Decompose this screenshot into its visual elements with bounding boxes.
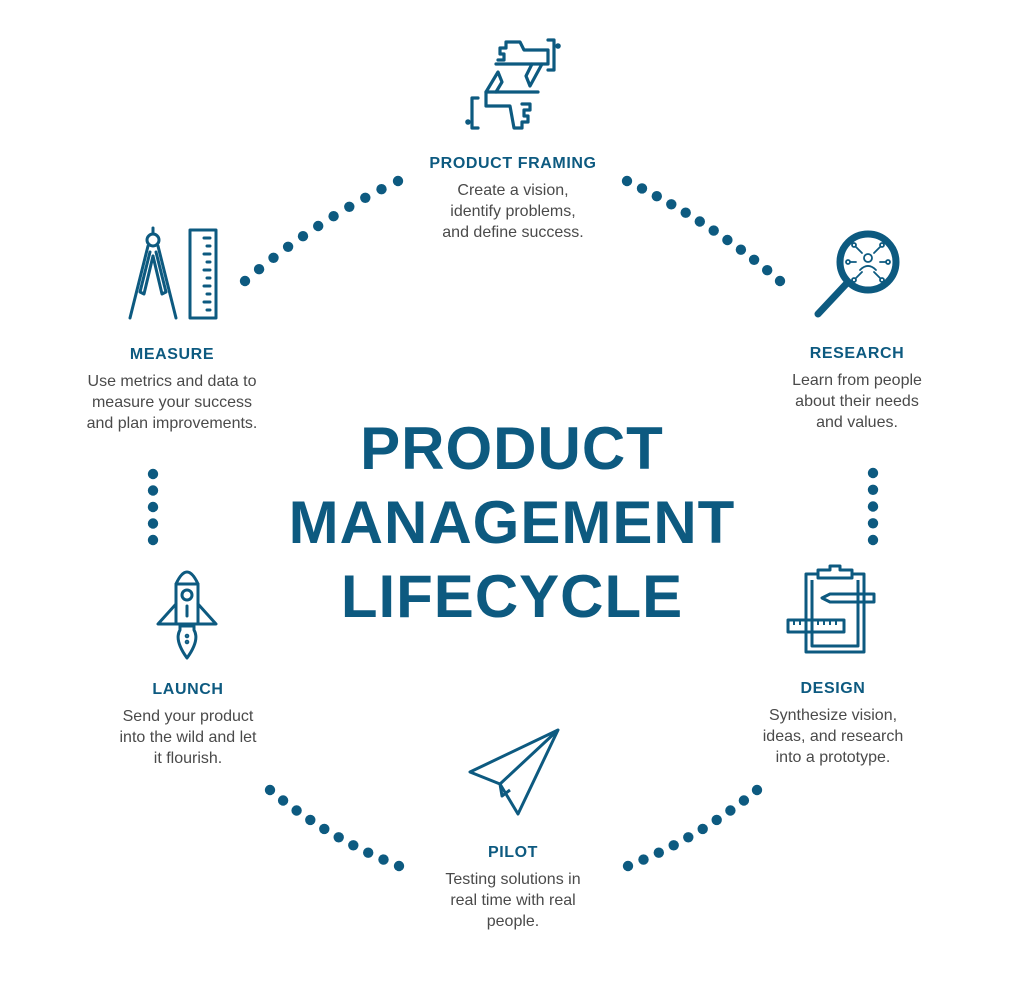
connector-dot [680,207,691,218]
connector-dot [277,795,289,806]
connector-dot [722,234,733,246]
stage-product-framing: PRODUCT FRAMING Create a vision, identif… [393,154,633,243]
stage-title: LAUNCH [152,681,224,698]
paper-plane-icon [468,728,560,816]
connector-dot [738,795,750,806]
connector-dot [711,814,722,826]
stage-title: RESEARCH [809,345,905,362]
clipboard-pencil-ruler-icon [786,564,876,654]
connector-dot [344,201,355,212]
connector-dot [264,784,276,796]
center-title-line-3: LIFECYCLE [340,563,684,630]
connector-dot [147,518,159,529]
connector-dot [147,485,159,496]
connector-dot [313,220,324,232]
center-title-line-1: PRODUCT [360,415,664,482]
connector-dot [360,192,371,203]
compass-ruler-icon [128,226,218,320]
connector-dot [333,832,344,843]
magnifier-network-icon [814,230,900,318]
connector-dot [291,805,302,816]
connector-dot [867,467,879,479]
stage-design: DESIGN Synthesize vision, ideas, and res… [723,679,943,768]
connector-dot [282,241,294,252]
connector-dot [147,468,159,480]
connector-dot [392,175,404,187]
connector-dot [305,814,316,826]
connector-dot [393,860,405,872]
connector-dot [668,840,679,851]
connector-dot [253,264,265,275]
stage-pilot: PILOT Testing solutions in real time wit… [403,843,623,932]
connector-dot [328,211,339,222]
stage-description: Testing solutions in real time with real… [445,871,581,930]
stage-description: Synthesize vision, ideas, and research i… [762,707,904,766]
connector-dot [239,275,251,287]
connector-dot [147,501,159,513]
center-title: PRODUCT MANAGEMENT LIFECYCLE [262,412,762,634]
connector-dot [762,265,773,276]
connector-dot [319,823,330,835]
connector-dot [725,805,736,816]
connector-dot [297,231,309,242]
connector-dot [683,832,694,843]
connector-dot [653,847,664,858]
stage-description: Create a vision, identify problems, and … [442,182,584,241]
rocket-icon [156,570,218,660]
center-title-line-2: MANAGEMENT [288,489,736,556]
stage-description: Send your product into the wild and let … [119,708,257,767]
connector-dot [694,216,705,227]
stage-title: PILOT [487,844,539,861]
connector-dot [867,484,879,495]
stage-title: PRODUCT FRAMING [429,155,597,172]
connector-dot [268,252,279,263]
connector-dot [363,847,374,858]
connector-dot [348,840,359,851]
connector-dot [638,854,649,865]
framing-hands-icon [465,38,561,130]
connector-dot [867,501,879,512]
stage-title: MEASURE [129,346,215,363]
connector-dot [751,784,763,796]
connector-dot [666,199,677,210]
connector-dot [748,254,760,265]
connector-dot [147,534,159,546]
connector-dot [622,860,634,872]
stage-description: Use metrics and data to measure your suc… [86,373,258,432]
connector-dot [376,184,387,195]
stage-title: DESIGN [800,680,866,697]
stage-description: Learn from people about their needs and … [792,372,922,431]
connector-dot [621,175,633,187]
connector-dot [867,534,879,546]
connector-dot [636,183,648,194]
connector-dot [708,225,719,236]
stage-launch: LAUNCH Send your product into the wild a… [78,680,298,769]
stage-research: RESEARCH Learn from people about their n… [747,344,967,433]
connector-dot [735,244,747,255]
connector-dot [378,854,389,865]
connector-dot [774,275,786,287]
connector-dot [867,518,879,529]
connector-dot [651,191,662,202]
stage-measure: MEASURE Use metrics and data to measure … [52,345,292,434]
connector-dot [697,823,708,835]
